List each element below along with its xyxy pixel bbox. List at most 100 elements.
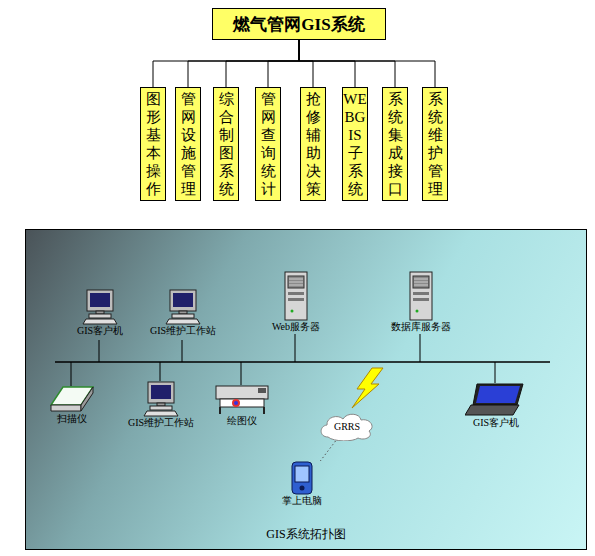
desktop-icon bbox=[82, 289, 118, 325]
plotter: 绘图仪 bbox=[213, 383, 271, 429]
topology-panel: GIS系统拓扑图 GIS客户机 GIS维护工作站 Web服务器 数据库服务器扫描仪 GIS… bbox=[25, 229, 587, 550]
icon-part bbox=[89, 314, 111, 318]
node-label: 系统集成接口 bbox=[383, 90, 407, 198]
connector bbox=[299, 40, 395, 87]
node-label: 综合制图系统 bbox=[214, 90, 238, 198]
network-bus bbox=[55, 361, 550, 363]
laptop-client: GIS客户机 bbox=[461, 383, 531, 431]
laptop-icon bbox=[465, 383, 527, 417]
node-label: 系统维护管理 bbox=[423, 90, 447, 198]
connector bbox=[299, 40, 313, 87]
connector bbox=[188, 40, 299, 87]
icon-part bbox=[295, 466, 309, 482]
node-label: 管网查询统计 bbox=[256, 90, 280, 198]
icon-part bbox=[172, 314, 194, 318]
node-label: Web服务器 bbox=[272, 321, 320, 333]
module-box: 综合制图系统 bbox=[213, 87, 239, 201]
icon-part bbox=[151, 385, 171, 399]
icon-part bbox=[413, 292, 429, 295]
bus-drop bbox=[241, 362, 242, 385]
icon-part bbox=[289, 279, 303, 280]
icon-part bbox=[292, 462, 312, 494]
icon-part bbox=[150, 406, 172, 410]
connector bbox=[153, 40, 299, 87]
workstation: GIS维护工作站 bbox=[123, 381, 199, 431]
module-box: 图形基本操作 bbox=[140, 87, 166, 201]
icon-part bbox=[413, 298, 429, 301]
client-pc: GIS客户机 bbox=[69, 289, 131, 339]
module-box: 系统维护管理 bbox=[422, 87, 448, 201]
workstation: GIS维护工作站 bbox=[145, 289, 221, 339]
web-server: Web服务器 bbox=[266, 271, 326, 335]
server-icon bbox=[284, 271, 308, 321]
icon-part bbox=[476, 386, 520, 403]
icon-part bbox=[416, 310, 419, 313]
node-label: GIS客户机 bbox=[473, 417, 519, 429]
plotter-icon bbox=[214, 383, 270, 415]
node-label: 燃气管网GIS系统 bbox=[233, 13, 364, 36]
bus-drop bbox=[99, 340, 100, 362]
icon-part bbox=[288, 292, 304, 295]
node-label: 绘图仪 bbox=[227, 415, 257, 427]
node-label: GIS维护工作站 bbox=[128, 417, 194, 429]
bus-drop bbox=[420, 334, 421, 362]
root-box: 燃气管网GIS系统 bbox=[212, 8, 386, 40]
icon-part bbox=[220, 399, 264, 407]
node-label: 扫描仪 bbox=[57, 413, 87, 425]
icon-part bbox=[166, 319, 200, 324]
icon-part bbox=[289, 282, 303, 283]
icon-part bbox=[410, 272, 432, 320]
bus-drop bbox=[495, 362, 496, 383]
icon-part bbox=[87, 290, 113, 311]
node-label: 抢修辅助决策 bbox=[301, 90, 325, 198]
icon-part bbox=[83, 319, 117, 324]
icon-part bbox=[144, 411, 178, 416]
icon-part bbox=[285, 272, 307, 320]
icon-part bbox=[51, 405, 81, 411]
icon-part bbox=[170, 290, 196, 311]
node-label: 数据库服务器 bbox=[391, 321, 451, 333]
node-label: GIS客户机 bbox=[77, 325, 123, 337]
node-label: 管网设施管理 bbox=[176, 90, 200, 198]
handheld-pc: 掌上电脑 bbox=[279, 461, 325, 509]
icon-part bbox=[288, 298, 304, 301]
icon-part bbox=[321, 414, 372, 441]
bus-drop bbox=[295, 334, 296, 362]
db-server: 数据库服务器 bbox=[389, 271, 453, 335]
icon-part bbox=[232, 399, 240, 407]
scanner: 扫描仪 bbox=[49, 385, 95, 427]
icon-part bbox=[414, 282, 428, 283]
node-label: GRRS bbox=[334, 421, 360, 432]
icon-part bbox=[300, 486, 305, 491]
pda-icon bbox=[291, 461, 313, 495]
connector bbox=[268, 40, 299, 87]
server-icon bbox=[409, 271, 433, 321]
icon-part bbox=[219, 407, 221, 414]
module-box: 管网设施管理 bbox=[175, 87, 201, 201]
icon-part bbox=[263, 407, 265, 414]
icon-part bbox=[90, 293, 110, 307]
module-box: 抢修辅助决策 bbox=[300, 87, 326, 201]
module-box: WEBGIS子系统 bbox=[342, 87, 368, 201]
desktop-icon bbox=[143, 381, 179, 417]
bus-drop bbox=[160, 362, 161, 381]
panel-caption: GIS系统拓扑图 bbox=[26, 526, 586, 543]
icon-part bbox=[414, 285, 428, 286]
connector bbox=[299, 40, 435, 87]
connector bbox=[299, 40, 355, 87]
icon-part bbox=[291, 310, 294, 313]
icon-part bbox=[148, 382, 174, 403]
icon-part bbox=[258, 388, 266, 393]
bus-drop bbox=[71, 362, 72, 386]
desktop-icon bbox=[165, 289, 201, 325]
node-label: 图形基本操作 bbox=[141, 90, 165, 198]
bus-drop bbox=[182, 340, 183, 362]
icon-part bbox=[234, 401, 238, 405]
node-label: WEBGIS子系统 bbox=[343, 90, 367, 198]
module-box: 管网查询统计 bbox=[255, 87, 281, 201]
icon-part bbox=[289, 285, 303, 286]
icon-part bbox=[414, 279, 428, 280]
network-cloud: GRRS bbox=[316, 411, 378, 441]
icon-part bbox=[413, 276, 429, 288]
